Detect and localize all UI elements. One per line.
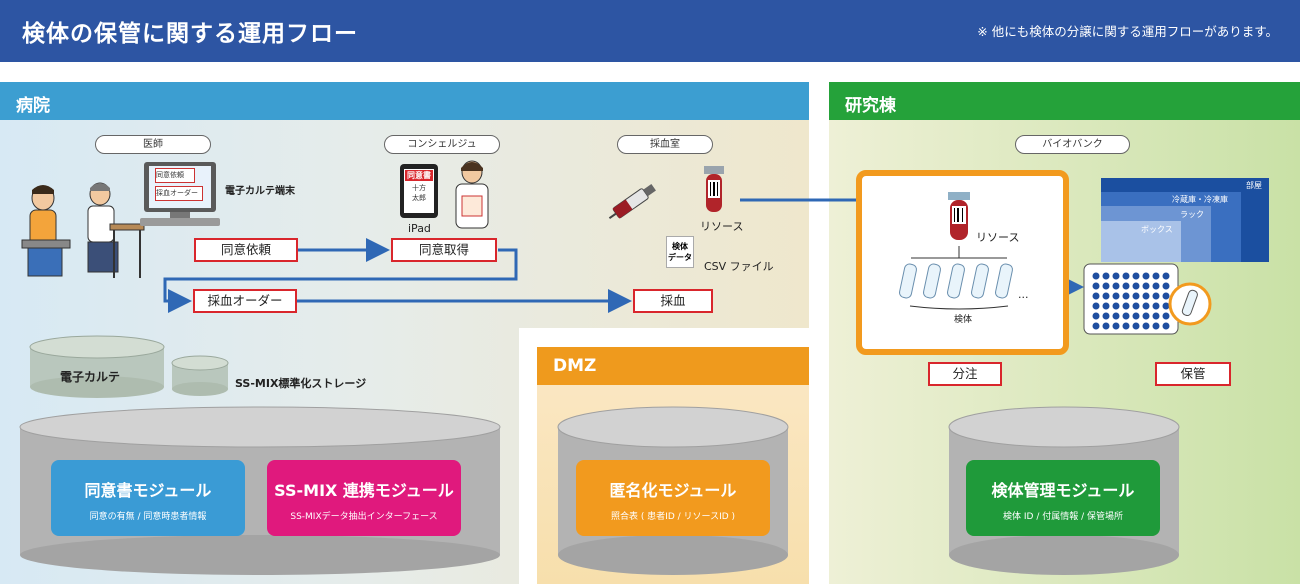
consent-signature: 十方 太郎 [412,184,426,202]
specimen-module-title: 検体管理モジュール [991,481,1135,500]
consent-module-sub: 同意の有無 / 同意時患者情報 [89,512,207,522]
ssmix-module-sub: SS-MIXデータ抽出インターフェース [290,512,438,522]
ehr-terminal-label: 電子カルテ端末 [225,186,295,197]
ssmix-storage-label: SS-MIX標準化ストレージ [235,377,367,390]
screen-consent-item: 同意依頼 [155,168,195,183]
ssmix-module-title: SS-MIX 連携モジュール [274,481,454,500]
lab-zone-title: 研究棟 [829,82,1300,120]
aliquot-tubes [899,246,1013,310]
specimen-module-sub: 検体 ID / 付属情報 / 保管場所 [1003,512,1123,522]
blood-tube-icon [704,166,724,212]
room-label: 部屋 [1246,181,1262,190]
rack-label: ラック [1180,210,1204,219]
hospital-zone-title: 病院 [0,82,809,120]
blood-draw-box: 採血 [633,289,713,313]
tube-plate-icon [1083,263,1212,335]
consent-module: 同意書モジュール 同意の有無 / 同意時患者情報 [51,460,245,536]
storage-box-label: 保管 [1155,362,1231,386]
role-biobank: バイオバンク [1015,135,1130,154]
lab-resource-label: リソース [976,231,1020,244]
ehr-storage-label: 電子カルテ [60,370,121,384]
specimen-label: 検体 [954,315,973,325]
anonymize-module-title: 匿名化モジュール [609,481,737,500]
consent-doc-label: 同意書 [405,170,433,181]
anonymize-module-sub: 照合表 ( 患者ID / リソースID ) [610,512,736,522]
more-tubes-ellipsis: ... [1018,288,1029,301]
ipad-label: iPad [408,222,431,235]
resource-label: リソース [700,220,744,233]
storage-box [1101,221,1181,262]
consent-acquire-box: 同意取得 [391,238,497,262]
doctor-patient-illustration [21,182,145,278]
page-title: 検体の保管に関する運用フロー [22,21,358,47]
csv-file-label: CSV ファイル [704,260,774,273]
role-blood-room: 採血室 [617,135,713,154]
ehr-cylinder [29,335,165,398]
role-concierge: コンシェルジュ [384,135,500,154]
screen-order-item: 採血オーダー [155,186,203,201]
ssmix-module: SS-MIX 連携モジュール SS-MIXデータ抽出インターフェース [267,460,461,536]
blood-order-box: 採血オーダー [193,289,297,313]
anonymize-module: 匿名化モジュール 照合表 ( 患者ID / リソースID ) [576,460,770,536]
dispense-box: 分注 [928,362,1002,386]
lab-blood-tube-icon [948,192,970,240]
consent-request-box: 同意依頼 [194,238,298,262]
box-label: ボックス [1141,225,1173,234]
header-note: ※ 他にも検体の分譲に関する運用フローがあります。 [977,24,1278,39]
fridge-label: 冷蔵庫・冷凍庫 [1172,195,1228,204]
concierge-illustration [455,160,489,229]
syringe-icon [608,183,656,220]
consent-module-title: 同意書モジュール [84,481,212,500]
dmz-zone-title: DMZ [537,347,809,385]
csv-file-icon: 検体 データ [666,236,694,268]
role-doctor: 医師 [95,135,211,154]
header-bar [0,0,1300,62]
ssmix-cylinder [171,355,229,396]
specimen-module: 検体管理モジュール 検体 ID / 付属情報 / 保管場所 [966,460,1160,536]
